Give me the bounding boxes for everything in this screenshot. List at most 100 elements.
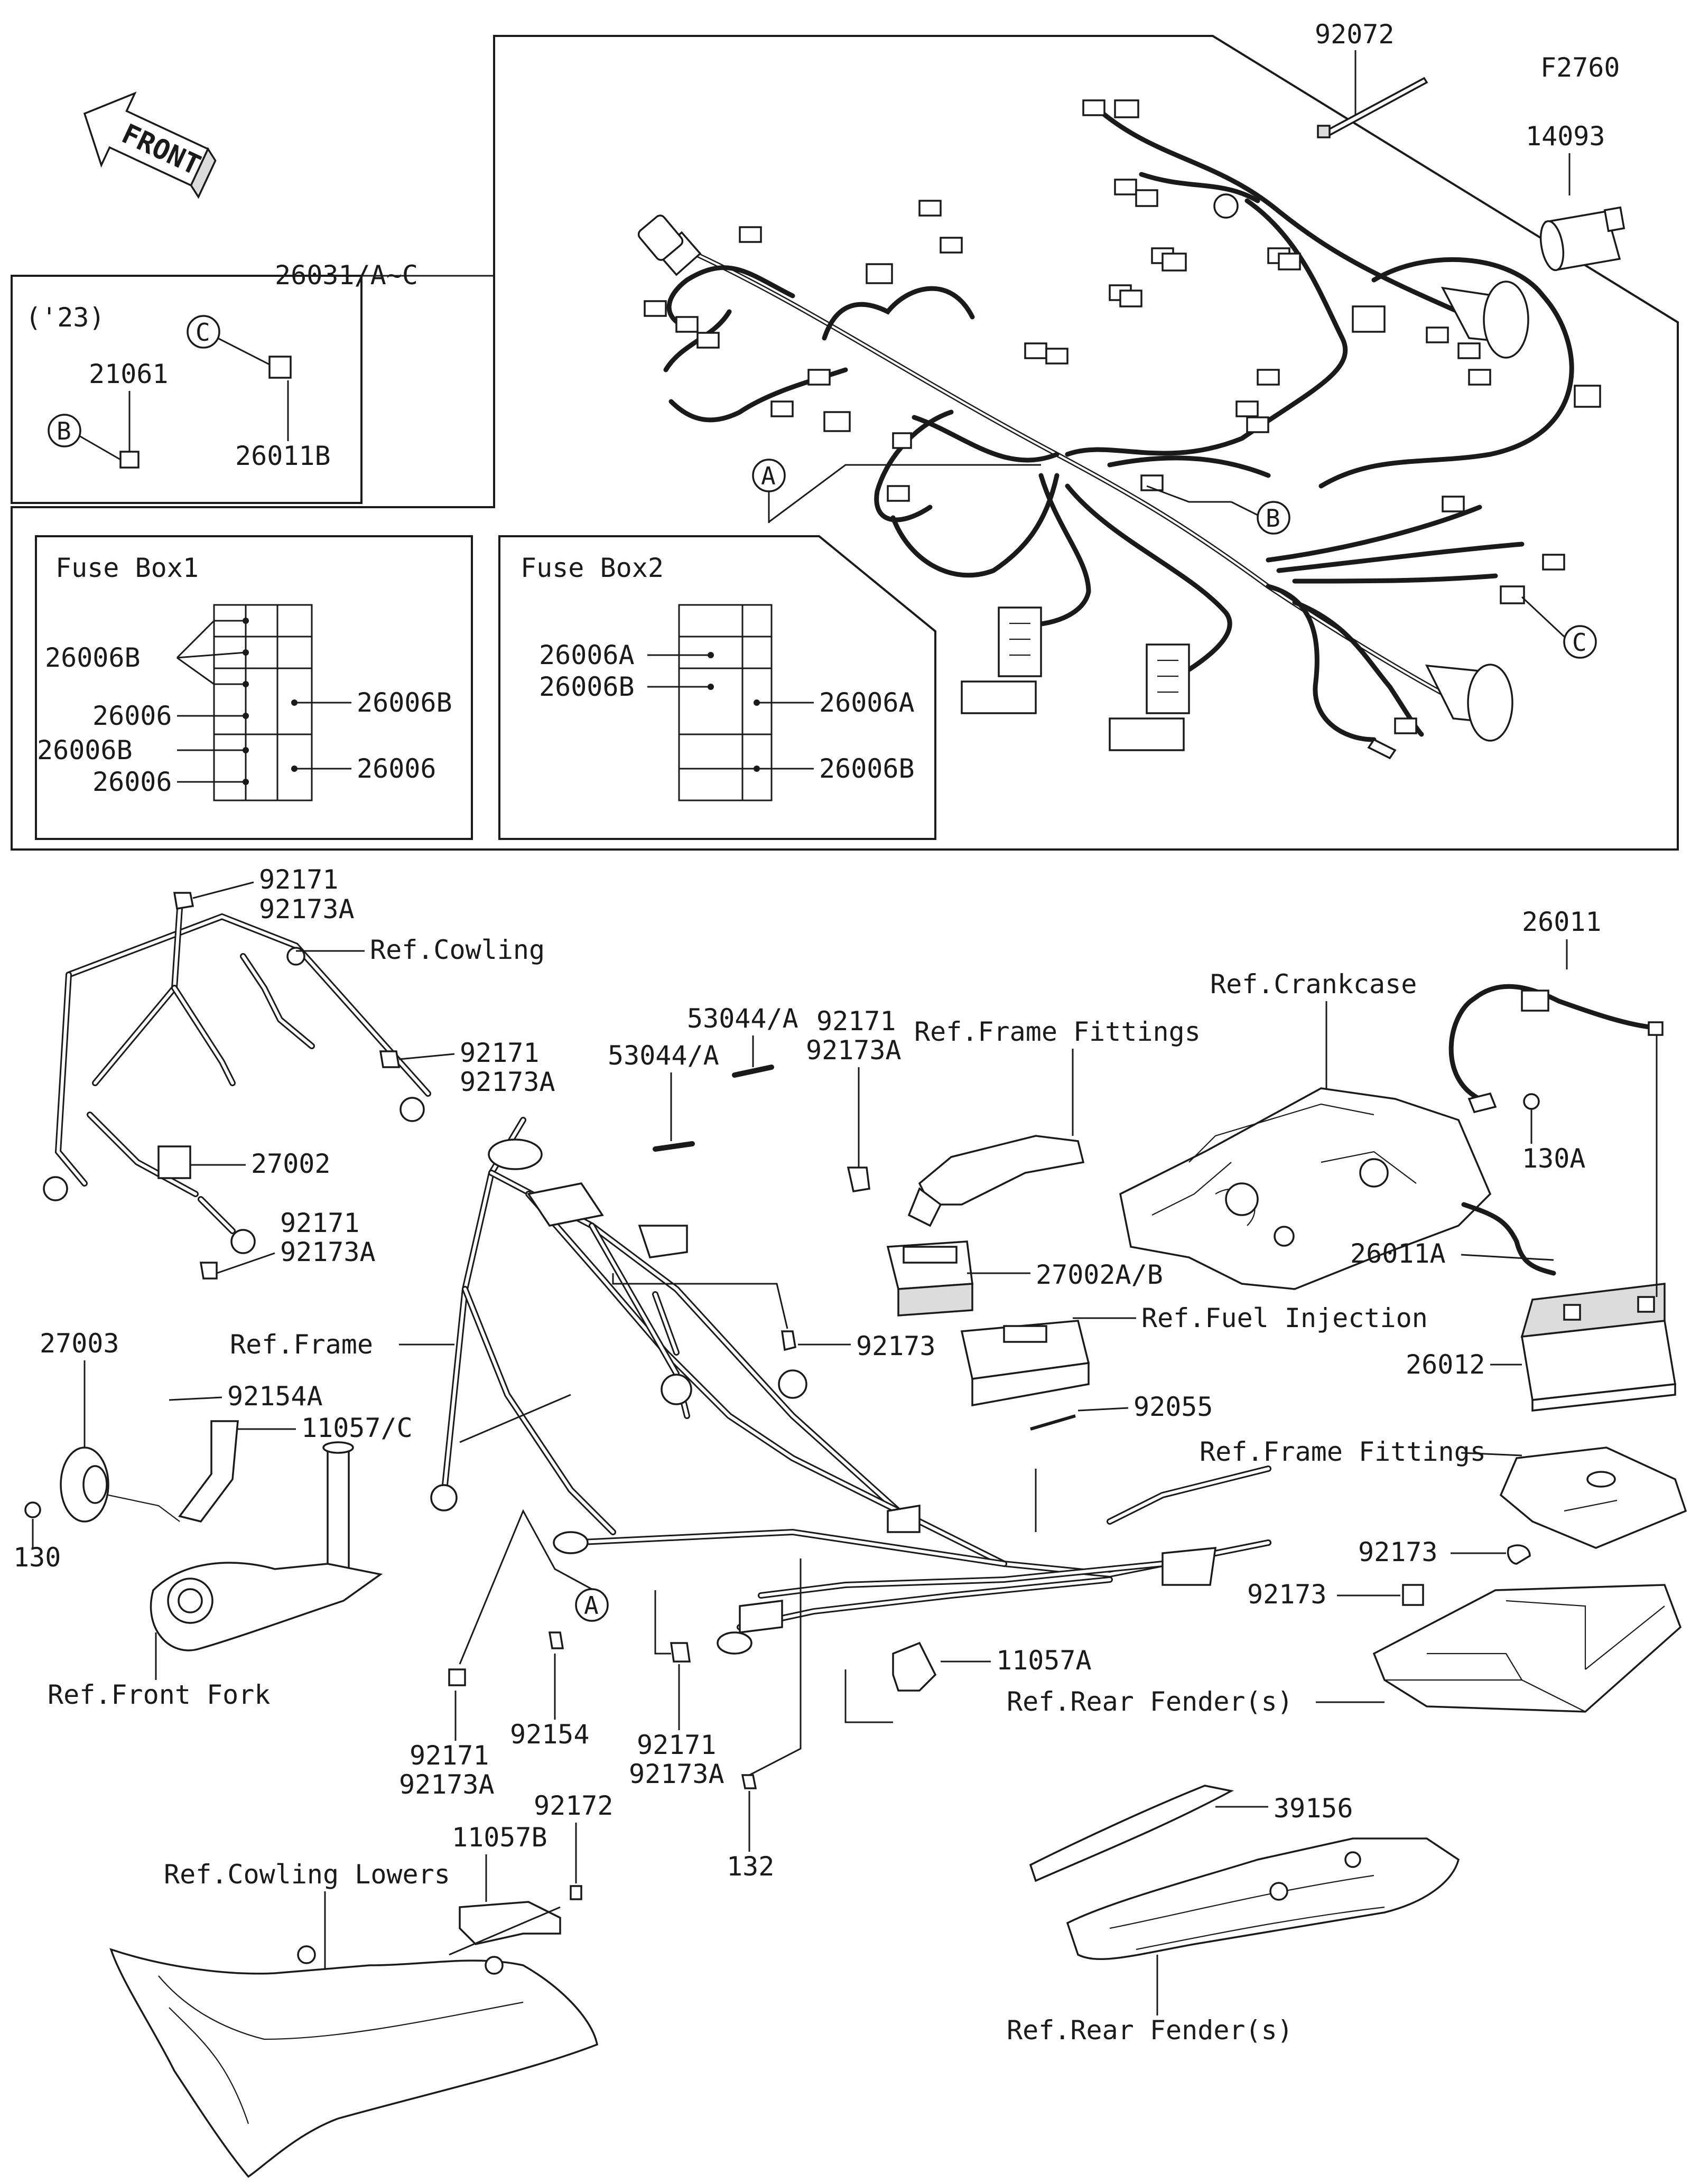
- horn: [60, 1446, 180, 1523]
- part-label-lower-labels-p92173a-b2: 92173A: [629, 1759, 724, 1789]
- frame-fitting-bracket: [918, 1135, 1085, 1206]
- battery-tray: [1372, 1584, 1682, 1713]
- year-label: ('23): [25, 302, 105, 333]
- fuse-box2-frame: [498, 535, 936, 840]
- part-label-lower-labels-p130: 130: [13, 1542, 61, 1573]
- part-label-harness-panel-callout-c: C: [1572, 628, 1587, 657]
- part-label-lower-labels-p92171-c: 92171: [816, 1006, 896, 1037]
- steering-stem: [150, 1441, 383, 1651]
- part-label-lower-labels-p92173a-left: 92173A: [280, 1237, 376, 1267]
- part-label-lower-labels-p92171-left: 92171: [280, 1208, 360, 1238]
- fuse-box1-title: Fuse Box1: [55, 553, 199, 583]
- part-label-lower-labels-p92173a-c: 92173A: [806, 1035, 902, 1066]
- part-label-lower-labels-p130a: 130A: [1522, 1143, 1585, 1174]
- callout-b-variant: [48, 414, 81, 447]
- variant-part-b: 21061: [89, 359, 169, 389]
- callout-c-variant: [187, 315, 220, 349]
- part-label-lower-labels-p26012: 26012: [1406, 1349, 1485, 1380]
- part-label-lower-labels-p27002: 27002: [251, 1149, 331, 1179]
- fuse-box1-left-2: 26006: [92, 701, 172, 731]
- callout-b-harness: [1257, 501, 1290, 535]
- main-wiring-harness: [637, 99, 1601, 760]
- part-label-lower-labels-p26011: 26011: [1522, 907, 1602, 937]
- part-label-lower-labels-p92171-b1: 92171: [410, 1740, 489, 1771]
- front-subframe: [43, 892, 431, 1280]
- part-label-lower-labels-p92173-r2: 92173: [1247, 1579, 1327, 1610]
- plate-53044-1: [653, 1141, 695, 1152]
- fuse-box1-frame: [35, 535, 473, 840]
- part-label-lower-labels-p92154: 92154: [510, 1719, 590, 1750]
- rubber-cap: [1539, 206, 1625, 272]
- part-label-lower-labels-ref-rear-fender-1: Ref.Rear Fender(s): [1007, 1686, 1293, 1717]
- part-label-variant-panel-callout-b: B: [57, 417, 71, 445]
- part-label-lower-labels-ref-frame-fittings-2: Ref.Frame Fittings: [1200, 1436, 1486, 1467]
- part-label-lower-labels-p26011a: 26011A: [1350, 1238, 1446, 1269]
- part-label-lower-labels-p92172: 92172: [534, 1790, 614, 1821]
- fuse-box2-title: Fuse Box2: [521, 553, 664, 583]
- variant-connector-b: [119, 451, 140, 469]
- fuse-box2-right-2: 26006B: [819, 753, 915, 784]
- part-label-lower-labels-p27003: 27003: [40, 1328, 119, 1359]
- tie-part-label: 92072: [1315, 19, 1395, 50]
- part-label-lower-labels-p11057a: 11057A: [996, 1645, 1092, 1676]
- bracket-11057c: [178, 1420, 239, 1523]
- relay-27002: [157, 1145, 191, 1179]
- part-label-lower-labels-p132: 132: [727, 1851, 774, 1882]
- variant-part-c: 26011B: [235, 441, 331, 471]
- cowling-lowers: [109, 1945, 599, 2178]
- part-label-lower-labels-p53044a-1: 53044/A: [608, 1040, 719, 1071]
- part-label-lower-labels-ref-frame-fittings-1: Ref.Frame Fittings: [914, 1016, 1201, 1047]
- part-label-lower-labels-p11057b: 11057B: [452, 1822, 547, 1853]
- variant-connector-c: [268, 356, 292, 379]
- part-label-harness-panel-callout-b: B: [1266, 504, 1280, 533]
- part-label-lower-labels-p92171-top: 92171: [259, 864, 339, 895]
- part-label-lower-labels-p11057c: 11057/C: [301, 1413, 413, 1443]
- part-label-lower-labels-callout-a: A: [584, 1591, 599, 1620]
- part-label-lower-labels-p92173a-mid: 92173A: [460, 1067, 555, 1097]
- part-label-lower-labels-p92171-mid: 92171: [460, 1038, 540, 1068]
- fuse-box1-diagram: [176, 604, 351, 801]
- bracket-11057a: [892, 1641, 937, 1692]
- harness-part-label: 26031/A~C: [275, 260, 418, 291]
- figure-code: F2760: [1540, 52, 1620, 83]
- part-label-lower-labels-ref-frame: Ref.Frame: [230, 1329, 373, 1360]
- part-label-lower-labels-p92173a-b1: 92173A: [399, 1769, 495, 1800]
- part-label-lower-labels-ref-rear-fender-2: Ref.Rear Fender(s): [1007, 2015, 1293, 2046]
- bracket-11057b: [459, 1901, 561, 1945]
- fuse-box2-right-1: 26006A: [819, 687, 915, 718]
- plate-53044-2: [732, 1065, 774, 1078]
- fuse-box1-left-3: 26006B: [37, 735, 133, 766]
- front-arrow: FRONT: [83, 91, 217, 199]
- part-label-lower-labels-ref-front-fork: Ref.Front Fork: [48, 1679, 270, 1710]
- part-label-lower-labels-p92154a: 92154A: [227, 1381, 323, 1412]
- part-label-lower-labels-p92173-r1: 92173: [1358, 1537, 1438, 1567]
- part-label-lower-labels-p53044a-2: 53044/A: [687, 1003, 798, 1034]
- cable-tie: [1322, 77, 1428, 138]
- part-label-lower-labels-p92173a-top: 92173A: [259, 894, 355, 925]
- battery-26012: [1520, 1283, 1677, 1412]
- strap-92055: [1030, 1414, 1076, 1431]
- main-frame: [430, 1117, 1271, 1655]
- fuse-box1-right-1: 26006B: [357, 687, 452, 718]
- nut-130: [24, 1501, 41, 1518]
- fuse-box2-left-2: 26006B: [539, 671, 635, 702]
- fuse-box2-diagram: [647, 604, 814, 801]
- part-label-variant-panel-callout-c: C: [196, 318, 210, 347]
- fuse-box2-left-1: 26006A: [539, 640, 635, 670]
- rear-fender: [1066, 1837, 1460, 1961]
- cable-26011: [1448, 984, 1657, 1102]
- callout-c-harness: [1563, 625, 1597, 659]
- part-label-lower-labels-ref-fuel-injection: Ref.Fuel Injection: [1141, 1303, 1428, 1333]
- fuse-box1-left-1: 26006B: [45, 642, 141, 673]
- cap-part-label: 14093: [1526, 121, 1605, 152]
- part-label-lower-labels-p92055: 92055: [1133, 1392, 1213, 1422]
- battery-plate: [1499, 1446, 1687, 1549]
- fuel-injection-bracket: [960, 1320, 1090, 1407]
- part-label-harness-panel-callout-a: A: [761, 462, 776, 490]
- part-label-lower-labels-p27002ab: 27002A/B: [1036, 1259, 1163, 1290]
- fuse-box1-left-4: 26006: [92, 767, 172, 797]
- part-label-lower-labels-p92171-b2: 92171: [637, 1730, 717, 1760]
- part-label-lower-labels-ref-cowling: Ref.Cowling: [370, 935, 545, 965]
- variant-panel-box: [11, 275, 363, 504]
